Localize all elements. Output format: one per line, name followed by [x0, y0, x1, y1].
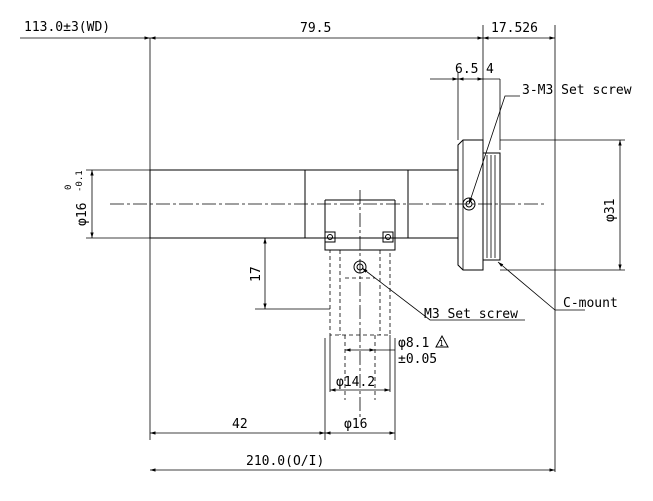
length-6-5-label: 6.5	[455, 62, 478, 77]
svg-text:φ31: φ31	[603, 199, 618, 222]
extension-lines	[86, 25, 625, 472]
phi8-1-flag: 1	[435, 334, 449, 348]
height-17-label: 17	[249, 266, 264, 282]
phi16-left-label: φ16	[75, 203, 90, 226]
svg-text:-0.1: -0.1	[75, 170, 85, 192]
c-mount-note: C-mount	[563, 296, 618, 311]
set-screw-3-note: 3-M3 Set screw	[522, 83, 632, 98]
leaders	[361, 95, 585, 321]
wd-dimension-label: 113.0±3(WD)	[24, 20, 110, 35]
flange	[457, 139, 484, 271]
phi31-label: φ31	[603, 199, 618, 222]
svg-text:φ16: φ16	[75, 203, 90, 226]
phi14-2-label: φ14.2	[336, 375, 375, 390]
phi16-tolerance: 0	[64, 185, 74, 190]
phi16-bottom-label: φ16	[344, 417, 367, 432]
svg-text:1: 1	[439, 339, 444, 348]
screw-hole-right	[382, 231, 394, 243]
screw-hole-left	[324, 231, 336, 243]
length-42-label: 42	[232, 417, 248, 432]
c-mount-thread	[482, 152, 501, 261]
m3-set-screw-note: M3 Set screw	[424, 307, 518, 322]
phi8-1-tolerance: ±0.05	[398, 352, 437, 367]
svg-text:17: 17	[249, 266, 264, 282]
length-4-label: 4	[486, 62, 494, 77]
length-17-526-label: 17.526	[491, 21, 538, 36]
dimension-lines	[20, 36, 622, 472]
phi16-tolerance-lower: -0.1	[75, 170, 85, 192]
svg-text:0: 0	[64, 185, 74, 190]
phi8-1-label: φ8.1	[398, 336, 429, 351]
total-length-210-label: 210.0(O/I)	[246, 454, 324, 469]
length-79-5-label: 79.5	[300, 21, 331, 36]
